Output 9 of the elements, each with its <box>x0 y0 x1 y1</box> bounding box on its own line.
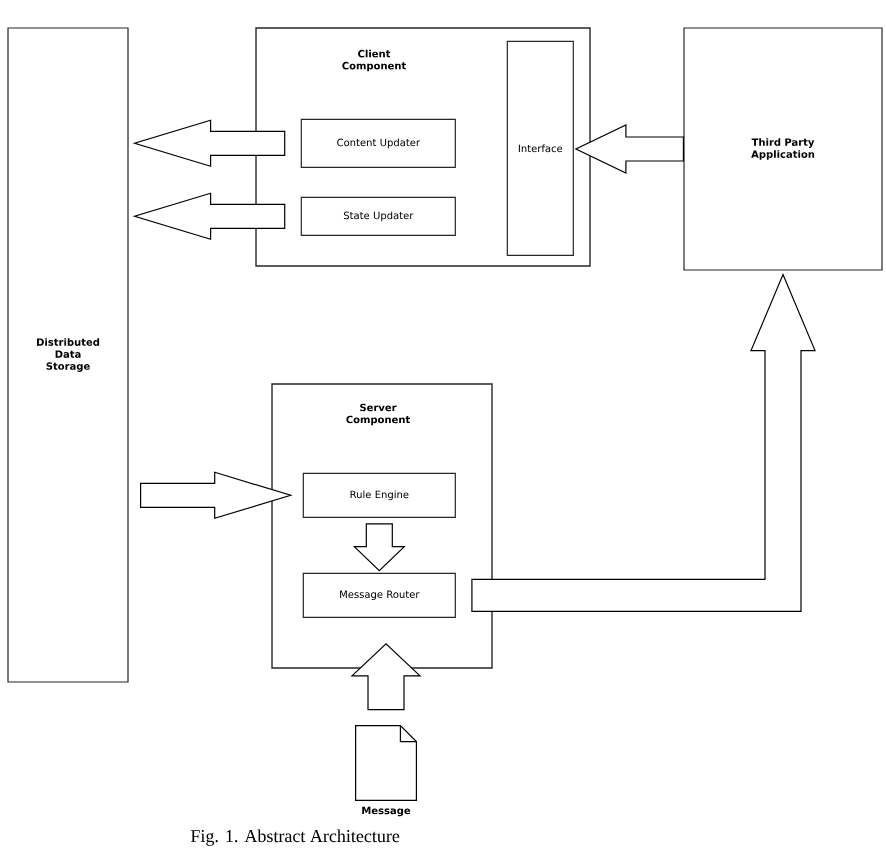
block-arrow <box>132 192 286 241</box>
block-arrow <box>574 124 684 174</box>
document-icon <box>355 725 417 801</box>
block-arrow <box>471 273 816 612</box>
block-arrow <box>132 119 286 168</box>
block-arrow <box>140 471 293 520</box>
block-arrow <box>350 643 422 711</box>
figure-caption: Fig. 1. Abstract Architecture <box>190 829 400 846</box>
block-arrow <box>352 523 406 572</box>
